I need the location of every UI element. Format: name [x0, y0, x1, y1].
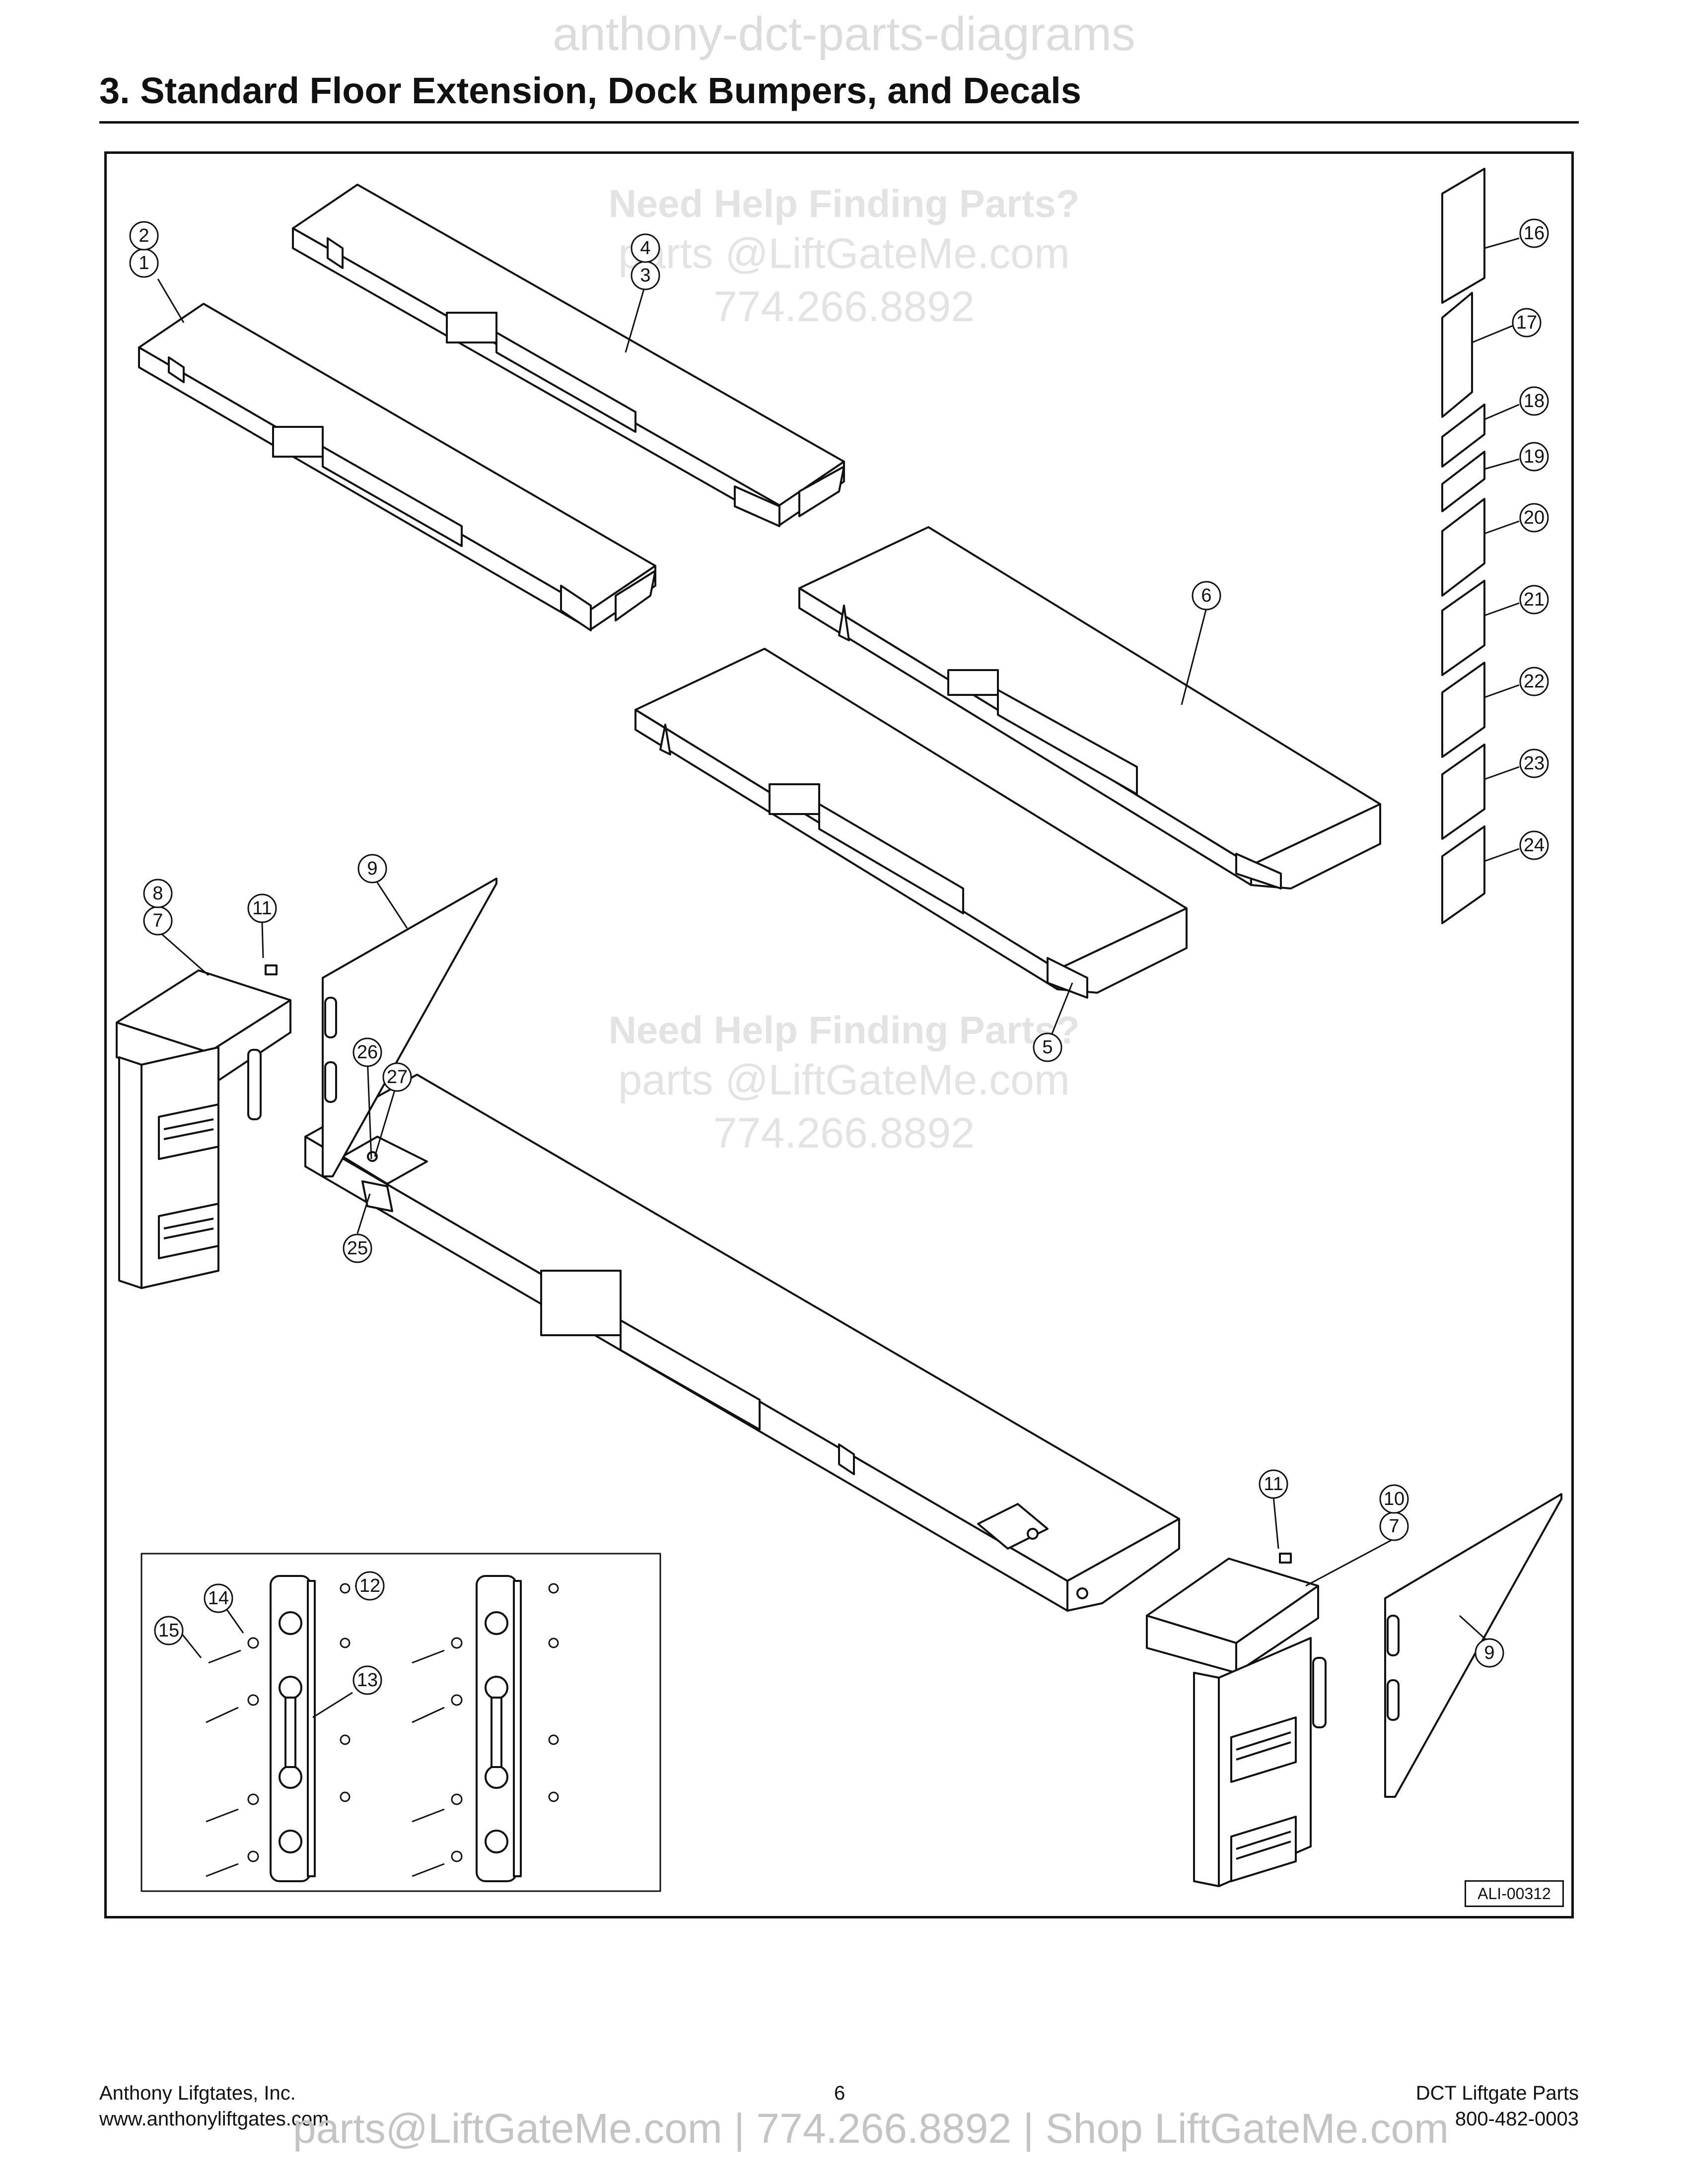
floor-extension-long — [304, 1074, 1180, 1612]
watermark-line-1: Need Help Finding Parts? — [608, 1008, 1080, 1052]
bumper-block-right — [476, 1575, 522, 1882]
bumper-block-left — [270, 1575, 316, 1882]
callout-12: 12 — [359, 1575, 380, 1596]
callout-7-left: 7 — [152, 910, 163, 931]
footer-phone: 800-482-0003 — [1455, 2108, 1579, 2130]
watermark-line-2: parts @LiftGateMe.com — [618, 230, 1070, 277]
floor-extension-wide-6 — [798, 526, 1381, 889]
callout-21: 21 — [1524, 589, 1545, 610]
callout-circles — [129, 218, 1549, 1695]
callout-13: 13 — [357, 1670, 378, 1691]
hardware-inset-box — [141, 1553, 661, 1892]
floor-extension-wide-5 — [634, 648, 1188, 999]
decals-column — [1441, 168, 1485, 924]
callout-22: 22 — [1524, 671, 1545, 692]
callout-9-right: 9 — [1484, 1642, 1494, 1663]
callout-16: 16 — [1524, 223, 1545, 244]
help-watermark-upper: Need Help Finding Parts? parts @LiftGate… — [546, 181, 1142, 332]
footer-company: Anthony Lifgtates, Inc. — [99, 2082, 296, 2104]
floor-extension-short-b — [292, 184, 845, 527]
figure-id-label: ALI-00312 — [1465, 1880, 1564, 1907]
callout-9-left: 9 — [367, 858, 377, 879]
callout-15: 15 — [158, 1620, 179, 1641]
callout-1: 1 — [139, 253, 149, 273]
top-watermark: anthony-dct-parts-diagrams — [553, 7, 1135, 61]
floor-extension-short-a — [138, 303, 656, 631]
title-rule — [99, 121, 1579, 124]
dock-bumper-right — [1146, 1553, 1327, 1887]
callout-numbers: 1 2 3 4 5 6 7 7 8 9 9 10 11 11 12 13 14 … — [139, 223, 1545, 1691]
callout-2: 2 — [139, 225, 149, 246]
callout-27: 27 — [387, 1067, 408, 1088]
watermark-line-1: Need Help Finding Parts? — [608, 182, 1080, 225]
callout-26: 26 — [357, 1042, 378, 1063]
watermark-line-2: parts @LiftGateMe.com — [618, 1056, 1070, 1104]
footer-watermark: parts@LiftGateMe.com | 774.266.8892 | Sh… — [293, 2105, 1449, 2152]
callout-4: 4 — [640, 238, 650, 259]
diagram-frame — [104, 151, 1574, 1918]
page-title: 3. Standard Floor Extension, Dock Bumper… — [99, 70, 1081, 111]
watermark-line-3: 774.266.8892 — [713, 1109, 975, 1157]
callout-8: 8 — [152, 883, 163, 904]
callout-6: 6 — [1201, 585, 1211, 606]
callout-18: 18 — [1524, 391, 1545, 411]
callout-17: 17 — [1516, 312, 1537, 333]
callout-19: 19 — [1524, 446, 1545, 467]
footer-website[interactable]: www.anthonyliftgates.com — [99, 2108, 329, 2130]
bracket-right — [1384, 1493, 1562, 1798]
watermark-line-3: 774.266.8892 — [713, 283, 975, 331]
leader-lines — [157, 237, 1520, 1718]
callout-14: 14 — [208, 1588, 229, 1609]
footer-page-number: 6 — [834, 2082, 845, 2104]
callout-7-right: 7 — [1389, 1516, 1399, 1537]
dock-bumper-left — [116, 964, 291, 1289]
callout-24: 24 — [1524, 835, 1545, 856]
callout-11-right: 11 — [1264, 1474, 1283, 1495]
callout-3: 3 — [640, 265, 650, 286]
callout-10: 10 — [1384, 1489, 1405, 1509]
callout-23: 23 — [1524, 753, 1545, 774]
footer-doc-title: DCT Liftgate Parts — [1415, 2082, 1579, 2104]
callout-20: 20 — [1524, 507, 1545, 528]
bracket-left — [322, 878, 497, 1177]
callout-11-left: 11 — [252, 898, 272, 919]
callout-5: 5 — [1042, 1037, 1053, 1058]
callout-25: 25 — [347, 1238, 368, 1259]
bolts-washers-nuts — [206, 1583, 559, 1877]
help-watermark-lower: Need Help Finding Parts? parts @LiftGate… — [546, 1008, 1142, 1158]
